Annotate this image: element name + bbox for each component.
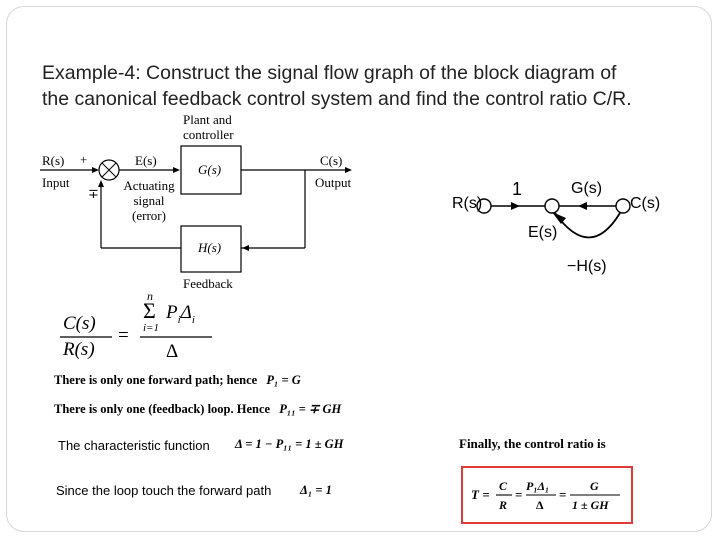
loop-statement: There is only one (feedback) loop. Hence… (54, 401, 341, 417)
result-t: T = (471, 487, 490, 502)
result-r: R (499, 498, 508, 512)
characteristic-text: The characteristic function (58, 438, 210, 453)
input-word-label: Input (42, 175, 70, 190)
plant-label: Plant and controller (183, 112, 234, 142)
mason-sum-upper: n (147, 289, 153, 303)
output-word-label: Output (315, 175, 352, 190)
mason-sum-lower: i=1 (143, 322, 159, 334)
forward-gain-label: G(s) (571, 180, 603, 197)
result-p1d1: P₁Δ₁ (526, 479, 550, 493)
output-signal-label: C(s) (320, 153, 343, 168)
touch-text: Since the loop touch the forward path (56, 483, 272, 498)
loop-equation: P₁₁ = ∓ GH (279, 402, 342, 416)
result-g: G (590, 479, 599, 493)
mason-delta-sub: i (191, 313, 195, 326)
feedback-block-label: H(s) (198, 240, 222, 255)
mason-equals: = (118, 325, 129, 346)
plant-label-line-1: Plant and (183, 112, 232, 127)
input-signal-label: R(s) (42, 153, 65, 168)
plant-label-line-2: controller (183, 127, 234, 142)
mason-denominator-left: R(s) (63, 339, 95, 360)
plus-sign: + (80, 152, 88, 167)
result-box (461, 466, 633, 524)
mason-term-delta: Δ (180, 302, 192, 323)
result-delta: Δ (536, 498, 544, 512)
mason-term-p: P (166, 302, 178, 323)
mason-term-sub: i (177, 313, 181, 326)
actuating-line-3: (error) (132, 208, 166, 223)
slide-title: Example-4: Construct the signal flow gra… (42, 60, 712, 112)
title-line-1: Example-4: Construct the signal flow gra… (42, 62, 617, 84)
node-c-label: C(s) (630, 195, 661, 212)
forward-path-text: There is only one forward path; hence (54, 373, 258, 387)
result-equals-1: = (515, 487, 523, 502)
node-r-label: R(s) (452, 195, 483, 212)
forward-path-equation: P₁ = G (266, 373, 301, 387)
unity-gain-label: 1 (512, 179, 523, 199)
characteristic-equation: Δ = 1 − P₁₁ = 1 ± GH (235, 437, 344, 451)
actuating-signal-label: Actuating signal (error) (118, 178, 180, 223)
forward-path-statement: There is only one forward path; hence P₁… (54, 373, 301, 388)
actuating-line-2: signal (133, 193, 165, 208)
final-statement: Finally, the control ratio is (459, 436, 606, 451)
result-denominator: 1 ± GH (572, 498, 609, 512)
minus-sign: ∓ (88, 186, 99, 201)
touch-equation: Δ₁ = 1 (300, 483, 332, 497)
mason-term: PiΔi (166, 302, 195, 326)
result-equals-2: = (559, 487, 567, 502)
slide-frame (6, 6, 712, 532)
result-c: C (499, 479, 508, 493)
actuating-line-1: Actuating (123, 178, 175, 193)
title-line-2: the canonical feedback control system an… (42, 88, 632, 110)
feedback-word-label: Feedback (183, 276, 233, 291)
feedback-gain-label: −H(s) (567, 258, 607, 275)
mason-numerator-left: C(s) (63, 313, 96, 334)
error-signal-label: E(s) (135, 153, 157, 168)
loop-text: There is only one (feedback) loop. Hence (54, 402, 271, 416)
mason-denominator-right: Δ (166, 341, 179, 362)
mason-sum-symbol: Σ (143, 298, 156, 323)
node-e-label: E(s) (528, 224, 558, 241)
forward-block-label: G(s) (198, 162, 222, 177)
